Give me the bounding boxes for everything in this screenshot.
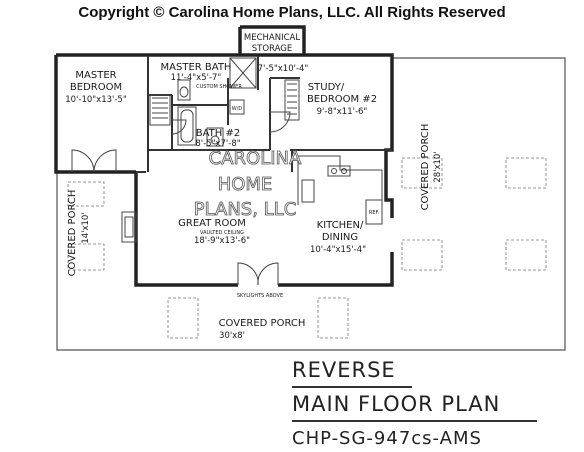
title-line-3: CHP-SG-947cs-AMS xyxy=(292,428,482,449)
kitchen-size: 10'-4"x15'-4" xyxy=(310,245,366,255)
watermark: CAROLINA HOME PLANS, LLC xyxy=(193,148,302,221)
title-line-2: MAIN FLOOR PLAN xyxy=(292,392,501,416)
porch-bottom-name: COVERED PORCH xyxy=(219,318,306,329)
ref-label: REF. xyxy=(369,210,380,216)
master-bedroom-name-1: MASTER xyxy=(75,70,116,81)
fixtures xyxy=(121,57,383,243)
kitchen-name-2: DINING xyxy=(322,232,358,243)
master-bath-name: MASTER BATH xyxy=(161,62,232,73)
mechanical-name-2: STORAGE xyxy=(252,44,292,54)
bath2-name: BATH #2 xyxy=(196,128,240,139)
copyright-notice: Copyright © Carolina Home Plans, LLC. Al… xyxy=(78,4,506,21)
great-room-size: 18'-9"x13'-6" xyxy=(194,236,250,246)
study-name-1: STUDY/ xyxy=(308,82,345,93)
watermark-line-1: CAROLINA xyxy=(209,148,302,169)
title-line-1: REVERSE xyxy=(292,358,396,382)
room-labels: MECHANICAL STORAGE 7'-5"x10'-4" MASTER B… xyxy=(65,33,443,341)
master-bedroom-size: 10'-10"x13'-5" xyxy=(65,95,127,105)
master-bedroom-name-2: BEDROOM xyxy=(70,82,122,93)
porch-left-size: 14'x10' xyxy=(81,212,91,243)
master-bath-size: 11'-4"x5'-7" xyxy=(171,73,222,83)
watermark-line-3: PLANS, LLC xyxy=(194,199,297,220)
porch-right-size: 28'x10' xyxy=(433,151,443,182)
wd-label: W/D xyxy=(232,106,243,112)
great-room-name: GREAT ROOM xyxy=(178,218,246,229)
watermark-line-2: HOME xyxy=(218,174,273,195)
porch-skylights xyxy=(67,157,547,339)
study-size: 9'-8"x11'-6" xyxy=(317,107,368,117)
custom-shower-label: CUSTOM SHOWER xyxy=(196,84,242,90)
porch-left-name: COVERED PORCH xyxy=(67,190,78,277)
great-room-note: VAULTED CEILING xyxy=(200,230,244,236)
mechanical-name-1: MECHANICAL xyxy=(244,33,300,43)
skylights-note: SKYLIGHTS ABOVE xyxy=(237,293,283,299)
title-underline-1 xyxy=(292,386,412,388)
kitchen-name-1: KITCHEN/ xyxy=(317,220,364,231)
mechanical-size: 7'-5"x10'-4" xyxy=(258,64,309,74)
title-underline-2 xyxy=(292,420,537,422)
doors xyxy=(71,111,291,286)
porch-right-name: COVERED PORCH xyxy=(420,124,431,211)
study-name-2: BEDROOM #2 xyxy=(307,94,377,105)
porch-bottom-size: 30'x8' xyxy=(219,331,245,341)
bath2-size: 8'-5"x7'-8" xyxy=(195,139,240,149)
